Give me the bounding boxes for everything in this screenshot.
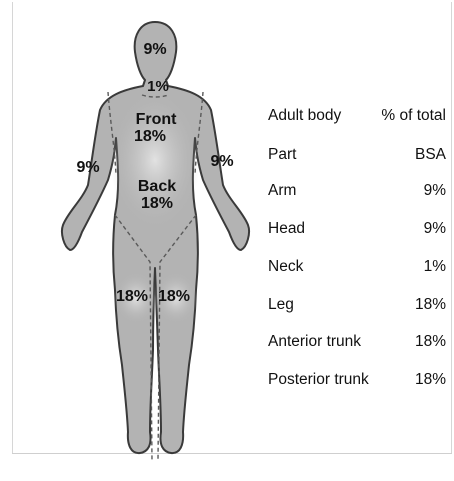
left-leg-percent-label: 18% (116, 288, 148, 305)
table-row-part: Arm (268, 182, 296, 200)
head-percent-label: 9% (143, 41, 166, 58)
front-percent-label: 18% (134, 128, 166, 145)
front-title-label: Front (136, 111, 178, 128)
table-header-percent-line2: BSA (415, 146, 446, 164)
table-row-part: Neck (268, 258, 303, 276)
table-header-percent-line1: % of total (381, 107, 446, 125)
table-row-value: 9% (424, 220, 446, 238)
left-arm-percent-label: 9% (76, 159, 99, 176)
table-row-value: 9% (424, 182, 446, 200)
table-row-value: 18% (415, 296, 446, 314)
table-header-part-line1: Adult body (268, 107, 341, 125)
table-row-value: 18% (415, 333, 446, 351)
table-row-value: 18% (415, 371, 446, 389)
table-row-part: Posterior trunk (268, 371, 369, 389)
neck-percent-label: 1% (147, 78, 169, 95)
table-row-part: Anterior trunk (268, 333, 361, 351)
back-title-label: Back (138, 178, 176, 195)
right-leg-percent-label: 18% (158, 288, 190, 305)
back-percent-label: 18% (141, 195, 173, 212)
table-row-part: Head (268, 220, 305, 238)
right-arm-percent-label: 9% (210, 153, 233, 170)
table-header-part-line2: Part (268, 146, 296, 164)
table-row-part: Leg (268, 296, 294, 314)
table-row-value: 1% (424, 258, 446, 276)
